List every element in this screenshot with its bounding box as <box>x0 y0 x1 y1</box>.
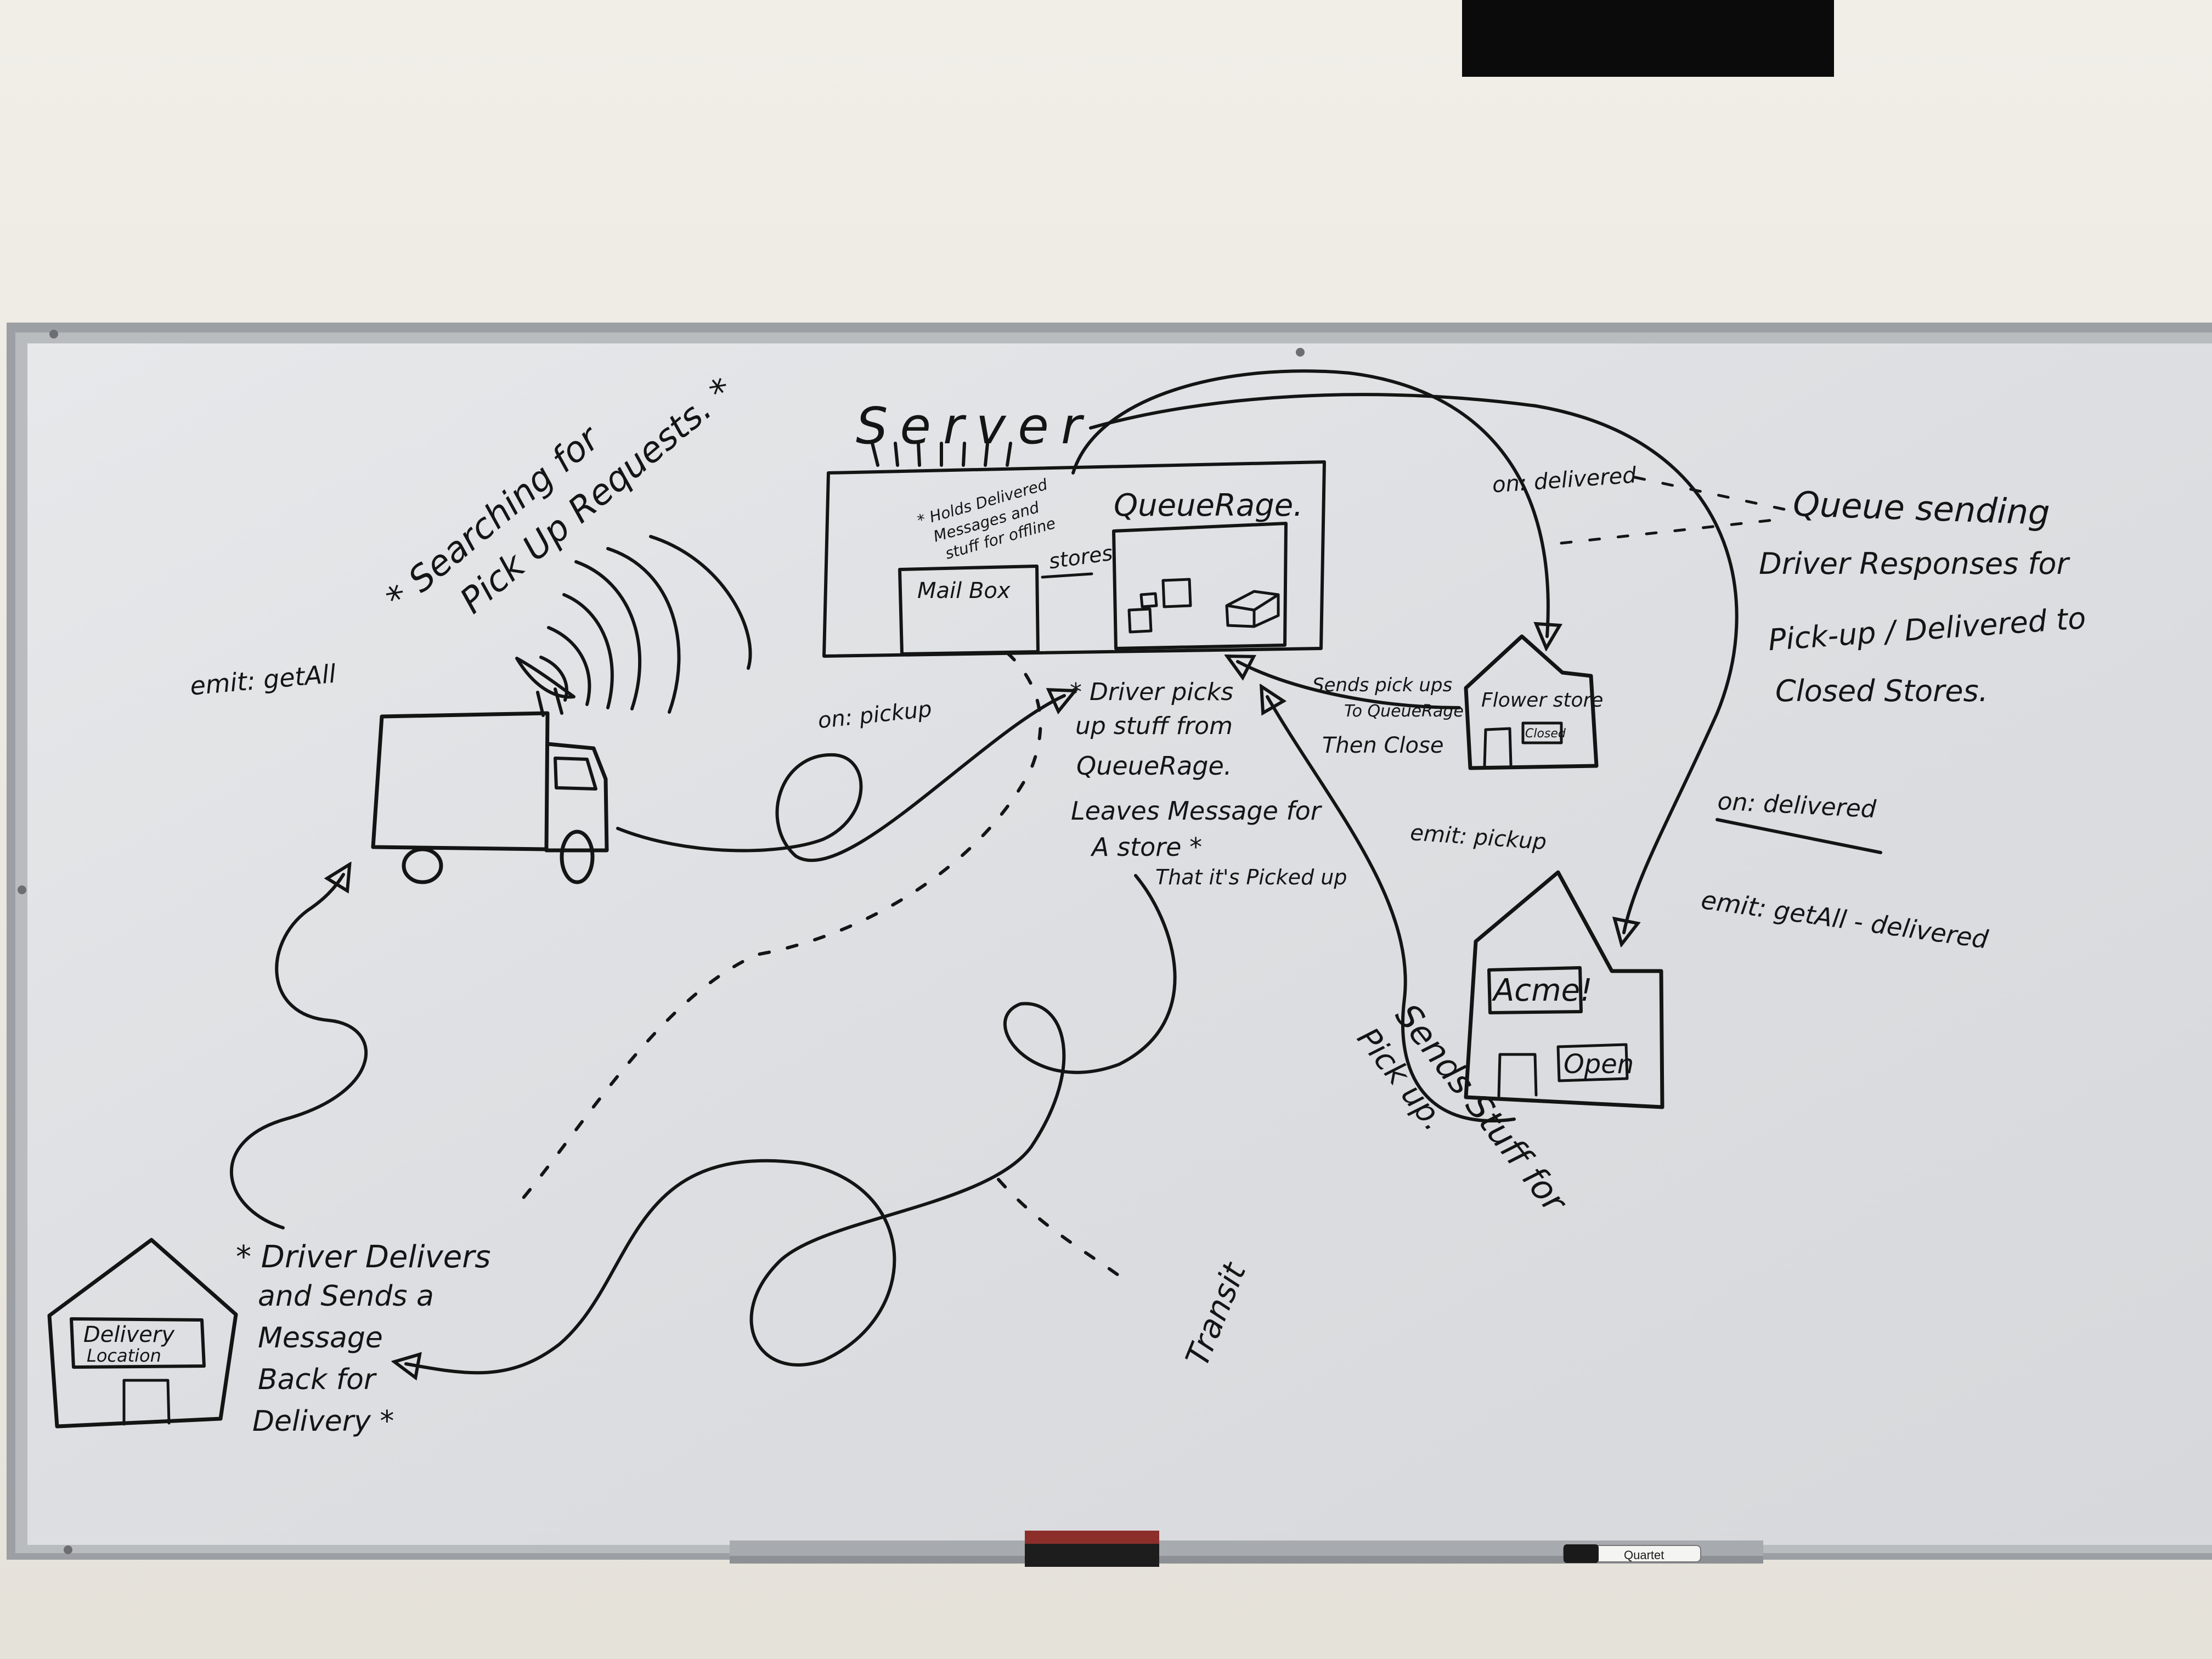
mailbox-box <box>898 565 1040 656</box>
mailbox-label: Mail Box <box>917 578 1011 603</box>
box-icon <box>1225 590 1280 628</box>
acme-to-queue-arrow <box>1267 697 1516 1123</box>
marker-brand-label: Quartet <box>1624 1548 1664 1562</box>
acme-store-name: Acme! <box>1492 973 1593 1008</box>
truck-wheel <box>560 830 595 884</box>
delivery-sign-line: Delivery <box>83 1322 175 1347</box>
flower-store-sign: Closed <box>1525 727 1566 741</box>
driver-note: * Driver picks up stuff from QueueRage. … <box>1070 678 1347 889</box>
marker-tray-lip <box>730 1556 1763 1564</box>
driver-note-line: That it's Picked up <box>1155 865 1347 889</box>
queue-label: QueueRage. <box>1114 488 1303 523</box>
delivery-note-line: * Driver Delivers <box>236 1239 490 1275</box>
acme-store-house <box>1464 870 1664 1109</box>
truck-loop-connector <box>616 696 1064 862</box>
driver-note-line: Leaves Message for <box>1071 796 1323 826</box>
driver-note-line: * Driver picks <box>1070 678 1233 706</box>
delivery-sign-box <box>70 1317 206 1369</box>
screw-icon <box>64 1545 72 1554</box>
delivery-door <box>122 1379 171 1426</box>
acme-sign-box <box>1487 966 1583 1014</box>
truck-cab <box>544 742 609 853</box>
marker[interactable]: Quartet <box>1563 1544 1701 1563</box>
screw-icon <box>49 330 58 338</box>
server-to-acme-arrow <box>1089 393 1739 933</box>
queue-sending-line: Closed Stores. <box>1775 674 1988 708</box>
satellite-dish-icon <box>515 657 575 717</box>
acme-door <box>1497 1053 1538 1098</box>
delivery-note-line: and Sends a <box>258 1280 434 1313</box>
delivery-sign-line: Location <box>87 1345 161 1366</box>
queue-sending-line: Queue sending <box>1792 484 2051 533</box>
acme-open-sign: Open <box>1564 1049 1634 1080</box>
server-title: Server <box>856 397 1094 455</box>
driver-note-line: A store * <box>1090 832 1202 862</box>
sends-pickups-line: Sends pick ups <box>1312 674 1452 696</box>
server-to-flower-arrow <box>1071 369 1548 636</box>
driver-note-line: QueueRage. <box>1076 751 1232 781</box>
box-icon <box>1127 592 1158 634</box>
flower-store-name: Flower store <box>1481 689 1603 712</box>
delivery-note-line: Delivery * <box>252 1405 394 1438</box>
acme-open-sign-box <box>1556 1043 1629 1082</box>
truck-wheel <box>402 847 443 884</box>
transit-dashed-path <box>997 1178 1132 1285</box>
dashed-pointer <box>1560 476 1790 545</box>
underline <box>1716 818 1882 854</box>
server-box <box>822 460 1326 658</box>
flower-store-sign-box <box>1521 721 1563 744</box>
redacted-block <box>1462 0 1834 77</box>
queue-box <box>1112 522 1288 650</box>
truck-window <box>554 757 597 791</box>
flower-store-door <box>1483 727 1513 768</box>
signal-waves-icon <box>539 535 752 714</box>
screw-icon <box>1296 348 1305 357</box>
sends-pickups-line: Then Close <box>1322 733 1443 758</box>
delivery-note-line: Message <box>258 1322 383 1355</box>
driver-note-line: up stuff from <box>1075 712 1233 740</box>
delivery-house <box>47 1238 238 1429</box>
board-surface <box>27 343 2212 1545</box>
flower-store-house <box>1464 634 1599 770</box>
flower-store-group: Sends pick ups To QueueRage Then Close F… <box>1238 634 1603 770</box>
delivery-to-truck-arrow <box>230 874 368 1229</box>
delivery-group: Delivery Location * Driver Delivers and … <box>47 874 1177 1438</box>
screw-icon <box>18 885 26 894</box>
eraser <box>1025 1531 1159 1567</box>
queue-sending-line: Driver Responses for <box>1759 546 2070 581</box>
box-icon <box>1161 578 1192 608</box>
delivery-note-line: Back for <box>258 1363 377 1396</box>
flower-to-queue-arrow <box>1238 662 1461 709</box>
delivery-note: * Driver Delivers and Sends a Message Ba… <box>236 1239 490 1438</box>
underline <box>1041 572 1093 579</box>
driver-to-delivery-arrow <box>406 874 1177 1373</box>
server-antennae <box>871 442 1012 467</box>
